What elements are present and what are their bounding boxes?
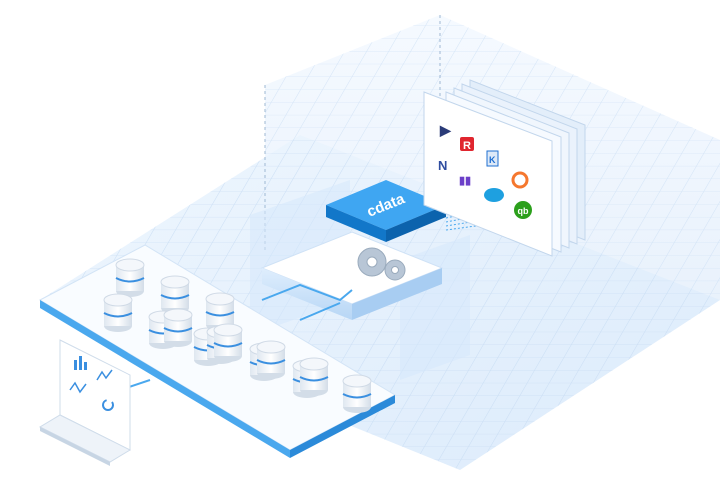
database-icon — [160, 275, 190, 314]
line-chart-icon — [96, 369, 113, 381]
wave-chart-icon — [69, 381, 87, 394]
database-icon — [213, 323, 243, 362]
n-app-icon: N — [438, 158, 447, 173]
arrow-app-icon: ▶ — [439, 122, 452, 138]
database-icon — [256, 340, 286, 379]
laptop — [38, 339, 132, 466]
database-icon — [163, 308, 193, 347]
bar-chart-icon — [74, 356, 87, 370]
database-icon — [342, 374, 372, 413]
database-icon — [115, 258, 145, 297]
hubspot-icon — [511, 171, 529, 189]
refresh-icon — [102, 399, 114, 411]
cdata-hub: cdata — [326, 180, 446, 242]
app-icons: ▶ R K N ▮▮ qb — [438, 122, 532, 219]
r-app-icon — [460, 137, 474, 151]
k-app-icon — [486, 150, 499, 167]
svg-text:R: R — [463, 140, 471, 152]
database-icon — [299, 357, 329, 396]
salesforce-icon — [484, 188, 504, 202]
guide-lines — [264, 15, 441, 250]
database-icon — [103, 293, 133, 332]
quickbooks-icon — [514, 201, 532, 219]
svg-text:K: K — [489, 155, 496, 165]
sources-panel: ▶ R K N ▮▮ qb — [423, 79, 586, 257]
bars-app-icon: ▮▮ — [459, 175, 471, 187]
databases — [103, 258, 372, 413]
gear-icon — [357, 247, 406, 281]
svg-text:qb: qb — [518, 206, 529, 216]
